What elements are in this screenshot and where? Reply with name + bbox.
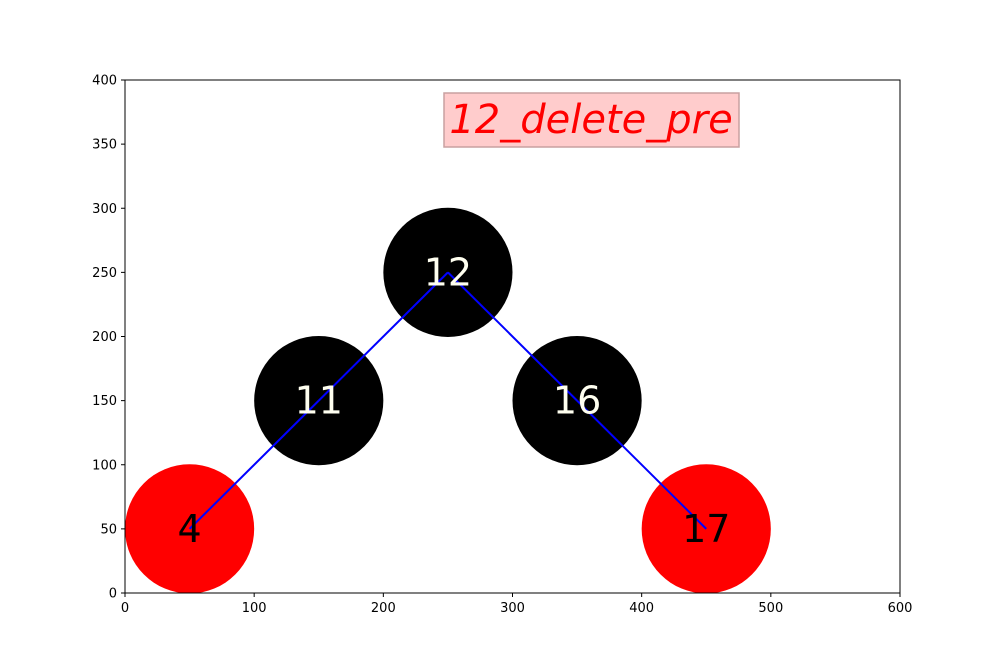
edge-16-17 xyxy=(576,399,707,530)
node-label-12: 12 xyxy=(424,250,472,294)
y-tick-label: 200 xyxy=(92,330,117,345)
x-tick-label: 300 xyxy=(500,601,525,616)
edge-12-16 xyxy=(447,271,578,402)
edge-11-4 xyxy=(188,399,320,530)
x-tick-label: 500 xyxy=(758,601,783,616)
title-text: 12_delete_pre xyxy=(449,97,732,143)
node-label-16: 16 xyxy=(553,379,601,423)
edges-layer xyxy=(188,271,707,530)
y-tick-label: 100 xyxy=(92,458,117,473)
y-tick-label: 300 xyxy=(92,202,117,217)
y-tick-label: 250 xyxy=(92,266,117,281)
node-label-11: 11 xyxy=(295,379,343,423)
x-tick-label: 100 xyxy=(242,601,267,616)
title-box xyxy=(443,92,740,148)
edge-12-11 xyxy=(318,271,449,402)
y-tick-label: 0 xyxy=(109,587,117,602)
x-tick-label: 200 xyxy=(371,601,396,616)
y-tick-label: 400 xyxy=(92,74,117,89)
y-tick-label: 350 xyxy=(92,138,117,153)
node-label-4: 4 xyxy=(177,507,201,551)
node-label-17: 17 xyxy=(682,507,730,551)
x-tick-label: 600 xyxy=(888,601,913,616)
ticks-layer: 0 100 200 300 400 500 600 0 50 100 150 200 250 300 350… xyxy=(92,74,912,617)
y-tick-label: 150 xyxy=(92,394,117,409)
x-tick-label: 0 xyxy=(121,601,129,616)
x-tick-label: 400 xyxy=(629,601,654,616)
node-labels-layer: 12 11 16 4 17 xyxy=(177,250,730,551)
y-tick-label: 50 xyxy=(100,522,117,537)
title-annotation: 12_delete_pre xyxy=(443,92,740,148)
